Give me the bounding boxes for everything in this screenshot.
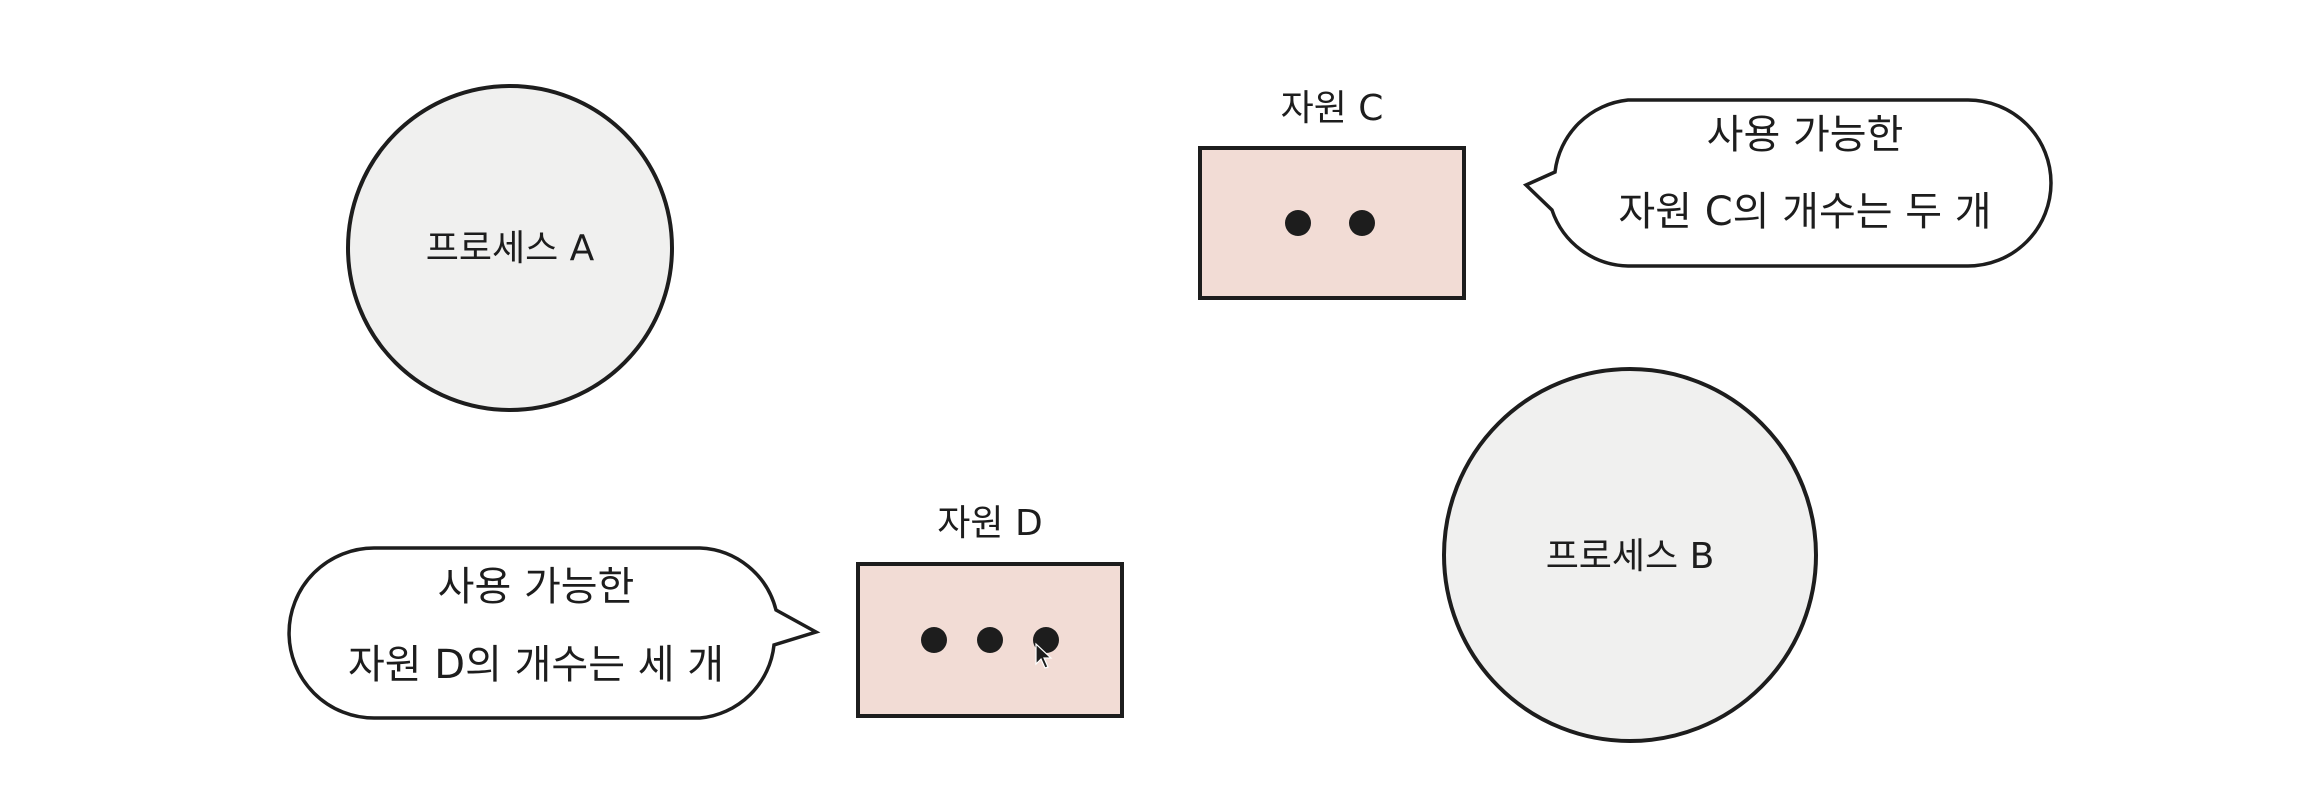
process-a-circle xyxy=(346,84,674,412)
resource-d-instance-dot-1 xyxy=(921,627,947,653)
mouse-cursor-icon xyxy=(1035,642,1053,669)
bubble-d-shape xyxy=(287,546,821,720)
bubble-c-line1: 사용 가능한 xyxy=(1707,112,1904,158)
resource-c-box xyxy=(1198,146,1466,300)
bubble-c-line2: 자원 C의 개수는 두 개 xyxy=(1618,189,1991,235)
resource-c: 자원 C xyxy=(1198,88,1466,300)
process-a: 프로세스 A xyxy=(346,84,674,412)
bubble-d-line2: 자원 D의 개수는 세 개 xyxy=(348,642,724,688)
bubble-c: 사용 가능한 자원 C의 개수는 두 개 xyxy=(1522,98,2053,268)
resource-d: 자원 D xyxy=(856,503,1124,718)
bubble-c-shape xyxy=(1522,98,2053,268)
process-a-label: 프로세스 A xyxy=(426,228,595,269)
resource-c-label: 자원 C xyxy=(1281,88,1384,129)
bubble-d: 사용 가능한 자원 D의 개수는 세 개 xyxy=(287,546,821,720)
process-b-circle xyxy=(1442,367,1818,743)
process-b-label: 프로세스 B xyxy=(1546,536,1715,577)
resource-c-instance-dot-2 xyxy=(1349,210,1375,236)
resource-c-instances xyxy=(1285,210,1375,236)
resource-d-instance-dot-2 xyxy=(977,627,1003,653)
bubble-d-line1: 사용 가능한 xyxy=(438,564,635,610)
resource-c-instance-dot-1 xyxy=(1285,210,1311,236)
resource-d-label: 자원 D xyxy=(937,503,1042,544)
process-b: 프로세스 B xyxy=(1442,367,1818,743)
